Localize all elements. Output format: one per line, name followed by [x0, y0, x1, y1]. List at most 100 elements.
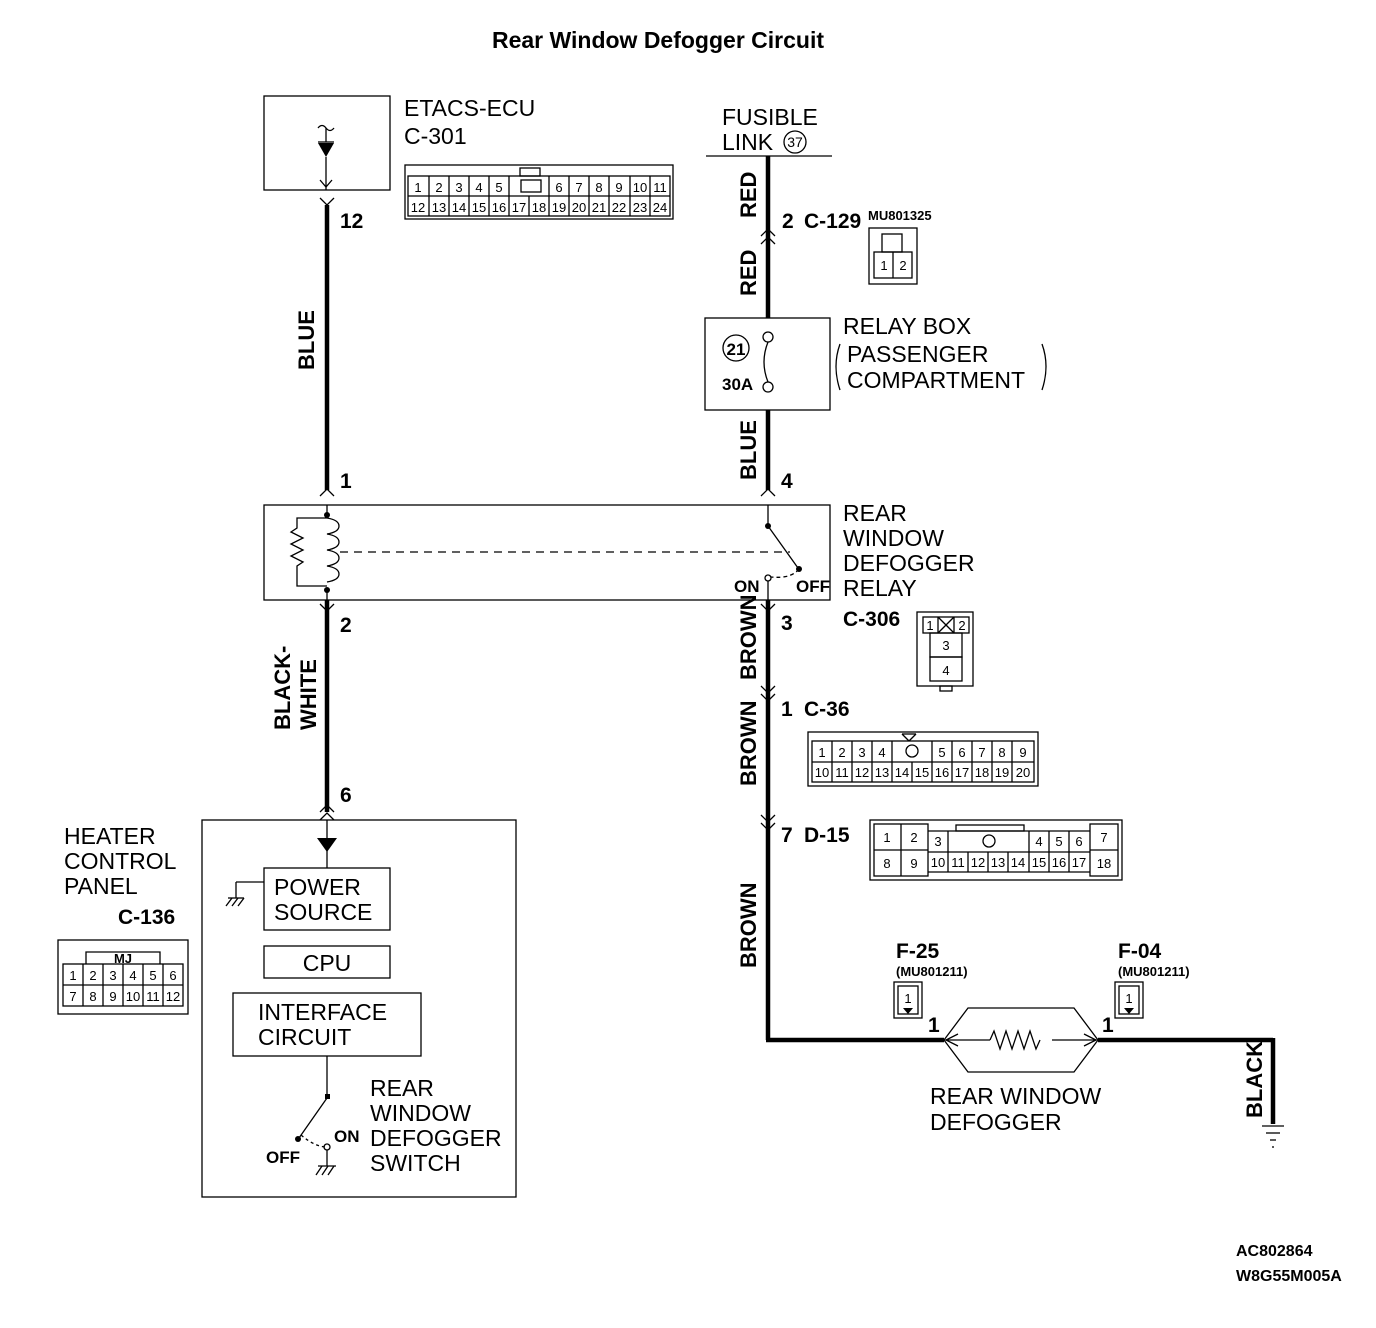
- c36-pin: 13: [875, 765, 889, 780]
- c36-pin: 6: [958, 745, 965, 760]
- c36-pin: 9: [1019, 745, 1026, 760]
- etacs-pin-number: 12: [340, 210, 363, 233]
- wire-label-brown-2: BROWN: [736, 700, 761, 786]
- c36-pin: 3: [858, 745, 865, 760]
- fusible-link-line2: LINK: [722, 129, 774, 155]
- etacs-pin: 21: [592, 200, 606, 215]
- wire-label-red-2: RED: [736, 250, 761, 296]
- etacs-connector-diagram: 1 2 3 4 5 6 7 8 9 10 11 12 13 14 15 16 1…: [404, 164, 674, 220]
- c136-pin: 3: [109, 968, 116, 983]
- f04-connector-diagram: 1: [1114, 981, 1144, 1019]
- rear-window-defogger: [943, 1007, 1099, 1073]
- d15-pin: 11: [951, 855, 965, 870]
- connector-chevron-icon: [760, 488, 776, 497]
- fuse-number-circle: [722, 334, 750, 362]
- c36-pin-number: 1: [781, 698, 793, 721]
- connector-chevron-icon: [760, 603, 776, 612]
- c36-connector-label: C-36: [804, 698, 850, 721]
- cpu-box: [263, 945, 391, 979]
- relay-name-line4: RELAY: [843, 575, 917, 601]
- c129-pin-number: 2: [782, 210, 794, 233]
- etacs-pin: 20: [572, 200, 586, 215]
- etacs-pin: 22: [612, 200, 626, 215]
- c136-pin: 7: [69, 989, 76, 1004]
- defogger-resistor-icon: [989, 1028, 1041, 1052]
- coil-icon: [326, 517, 340, 583]
- d15-pin: 2: [910, 830, 917, 845]
- c129-part-number: MU801325: [868, 208, 932, 223]
- c36-pin: 11: [835, 765, 849, 780]
- fusible-link-number: 37: [787, 134, 803, 150]
- c36-connector-diagram: 1 2 3 4 5 6 7 8 9 10 11 12 13 14 15 16 1…: [807, 731, 1039, 787]
- c36-pin: 5: [938, 745, 945, 760]
- etacs-pin: 24: [653, 200, 667, 215]
- switch-on-label: ON: [334, 1127, 360, 1146]
- heater-control-panel: POWER SOURCE CPU INTERFACE CIRCUIT OFF: [201, 819, 517, 1198]
- d15-pin: 9: [910, 856, 917, 871]
- relay-pin-3: 3: [781, 612, 793, 635]
- fuse-rating: 30A: [722, 375, 753, 394]
- d15-connector-label: D-15: [804, 824, 850, 847]
- relay-on-label: ON: [734, 577, 760, 596]
- d15-pin: 13: [991, 855, 1005, 870]
- f25-connector-diagram: 1: [893, 981, 923, 1019]
- c306-connector-diagram: 1 2 3 4: [916, 611, 974, 692]
- d15-pin: 15: [1032, 855, 1046, 870]
- d15-pin: 8: [883, 856, 890, 871]
- d15-pin: 10: [931, 855, 945, 870]
- etacs-pin: 12: [411, 200, 425, 215]
- relay-connector-label: C-306: [843, 608, 900, 631]
- etacs-connector-label: C-301: [404, 123, 467, 149]
- power-source-line1: POWER: [274, 874, 361, 900]
- resistor-icon: [289, 517, 327, 587]
- relay-box-sub2: COMPARTMENT: [847, 367, 1025, 393]
- etacs-pin: 15: [472, 200, 486, 215]
- c36-pin: 8: [998, 745, 1005, 760]
- etacs-pin: 2: [435, 180, 442, 195]
- d15-connector-diagram: 1 2 3 4 5 6 7 8 9 10 11 12 13 14 15 16 1…: [869, 819, 1123, 881]
- defogger-switch-arm: [298, 1097, 328, 1139]
- connector-chevron-icon: [319, 804, 335, 821]
- c36-pin: 15: [915, 765, 929, 780]
- etacs-pin: 18: [532, 200, 546, 215]
- power-source-line2: SOURCE: [274, 899, 372, 925]
- c129-pin: 2: [899, 258, 906, 273]
- switch-off-label: OFF: [266, 1148, 300, 1167]
- c306-pin: 3: [942, 638, 949, 653]
- d15-pin: 17: [1072, 855, 1086, 870]
- c36-pin: 10: [815, 765, 829, 780]
- interface-line2: CIRCUIT: [258, 1024, 351, 1050]
- etacs-diode-icon: [317, 124, 335, 190]
- relay-name-line3: DEFOGGER: [843, 550, 975, 576]
- hcp-connector-label: C-136: [118, 906, 175, 929]
- c129-connector-diagram: 1 2: [868, 227, 918, 285]
- power-source-box: [263, 867, 391, 931]
- c36-pin: 17: [955, 765, 969, 780]
- c36-pin: 18: [975, 765, 989, 780]
- fuse-icon: [763, 341, 769, 383]
- d15-pin: 5: [1055, 834, 1062, 849]
- switch-name-line2: WINDOW: [370, 1100, 471, 1126]
- d15-pin: 16: [1052, 855, 1066, 870]
- connector-chevron-icon: [319, 197, 335, 206]
- c36-pin: 16: [935, 765, 949, 780]
- etacs-pin: 23: [633, 200, 647, 215]
- etacs-ecu: ETACS-ECU C-301 1 2 3 4 5 6: [263, 95, 674, 220]
- f25-pin-number: 1: [928, 1014, 940, 1037]
- d15-pin: 7: [1100, 830, 1107, 845]
- ground-icon: [225, 881, 264, 907]
- c129-pin: 1: [880, 258, 887, 273]
- etacs-pin: 16: [492, 200, 506, 215]
- ground-icon: [1262, 1125, 1284, 1148]
- wire-label-red-1: RED: [736, 172, 761, 218]
- etacs-pin: 11: [653, 180, 667, 195]
- connector-chevron-icon: [760, 814, 776, 831]
- connector-chevron-icon: [760, 685, 776, 702]
- etacs-pin: 6: [555, 180, 562, 195]
- f25-part-number: (MU801211): [896, 964, 968, 979]
- connector-chevron-icon: [760, 228, 776, 245]
- c136-connector-diagram: MJ 1 2 3 4 5 6 7 8 9 10 11 12: [57, 939, 189, 1015]
- c136-pin: 9: [109, 989, 116, 1004]
- defogger-name-line1: REAR WINDOW: [930, 1083, 1102, 1109]
